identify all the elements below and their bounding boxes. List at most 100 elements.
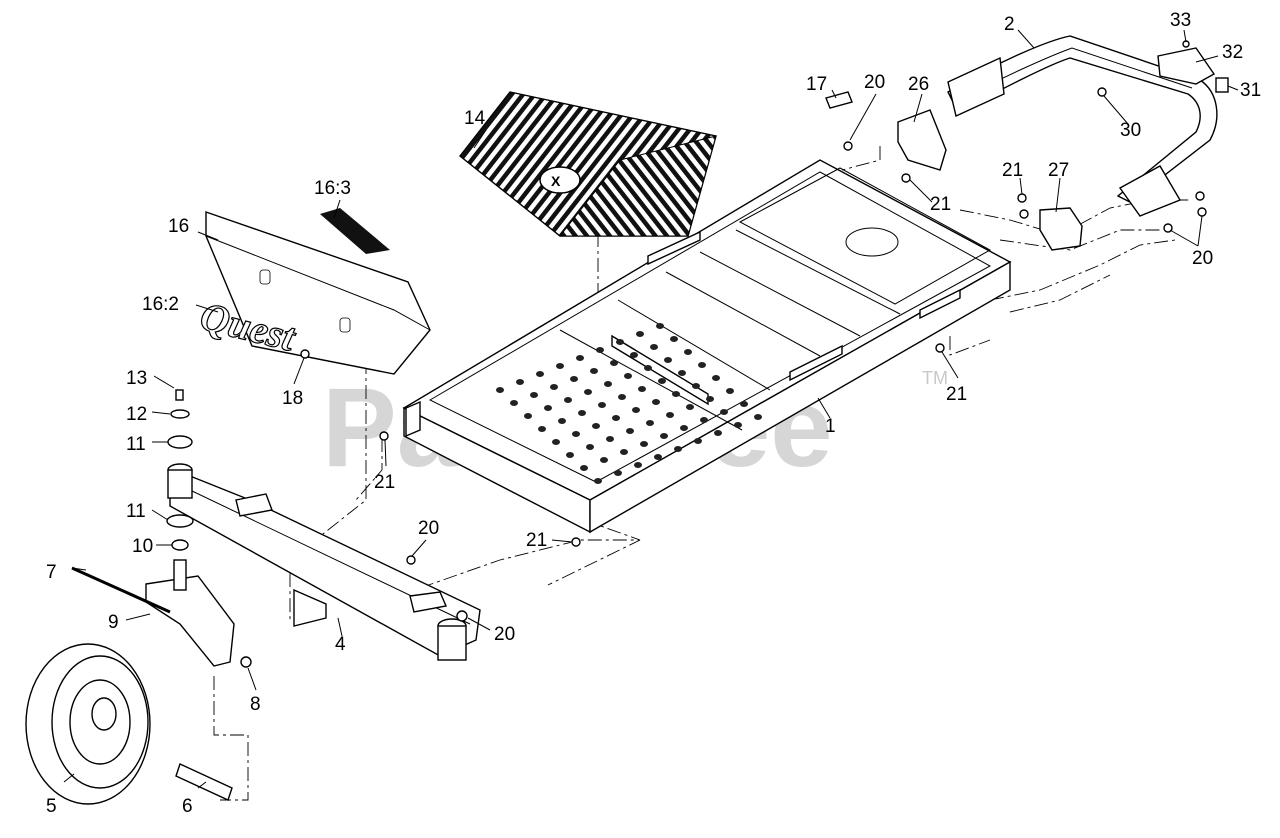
floor-hole [686,404,694,410]
floor-hole [558,418,566,424]
floor-hole [580,465,588,471]
floor-hole [698,362,706,368]
callout-27: 27 [1048,160,1069,181]
floor-hole [510,400,518,406]
floor-hole [652,399,660,405]
floor-hole [592,423,600,429]
decal-stripe [320,208,390,254]
floor-hole [660,433,668,439]
callout-20-axle-right: 20 [494,624,515,645]
brackets [825,47,1229,251]
caster-wheel [25,643,233,805]
floor-hole [646,420,654,426]
callout-12: 12 [126,404,147,425]
floor-hole [586,444,594,450]
callout-18: 18 [282,388,303,409]
callout-16: 16 [168,216,189,237]
callout-11-lower: 11 [126,501,146,522]
floor-hole [524,413,532,419]
floor-hole [538,426,546,432]
svg-text:X: X [551,173,561,189]
floor-hole [590,368,598,374]
floor-hole [604,381,612,387]
callout-1: 1 [825,416,836,437]
floor-hole [700,417,708,423]
floor-hole [606,436,614,442]
floor-hole [496,387,504,393]
callout-5: 5 [46,796,57,817]
floor-hole [552,439,560,445]
floor-hole [644,365,652,371]
floor-hole [720,409,728,415]
floor-hole [600,457,608,463]
callout-20-right: 20 [1192,248,1213,269]
callout-33: 33 [1170,10,1191,31]
floor-hole [754,414,762,420]
callout-26: 26 [908,74,929,95]
floor-hole [530,392,538,398]
callout-20-axle-top: 20 [418,518,439,539]
floor-hole [630,352,638,358]
bolt-7 [71,566,171,614]
floor-hole [714,430,722,436]
callout-20-top: 20 [864,72,885,93]
floor-hole [674,446,682,452]
floor-hole [678,370,686,376]
watermark-trademark: TM [922,368,948,388]
floor-hole [564,397,572,403]
callout-17: 17 [806,74,827,95]
floor-hole [536,371,544,377]
floor-hole [596,347,604,353]
front-panel [205,211,431,375]
callout-21-e: 21 [526,530,547,551]
floor-hole [694,438,702,444]
floor-hole [594,478,602,484]
front-axle [167,463,481,661]
floor-hole [672,391,680,397]
callout-21-d: 21 [374,472,395,493]
callout-21-c: 21 [946,384,967,405]
floor-hole [616,339,624,345]
floor-hole [612,415,620,421]
callout-10: 10 [132,536,153,557]
floor-hole [734,422,742,428]
floor-hole [740,401,748,407]
floor-hole [618,394,626,400]
callout-13: 13 [126,368,147,389]
callout-16-2: 16:2 [142,294,179,315]
floor-hole [684,349,692,355]
floor-hole [620,449,628,455]
floor-hole [670,336,678,342]
floor-hole [556,363,564,369]
callout-11-upper: 11 [126,434,146,455]
floor-hole [680,425,688,431]
rear-bumper [947,35,1218,217]
callout-31: 31 [1240,80,1261,101]
floor-hole [658,378,666,384]
floor-hole [712,375,720,381]
floor-hole [516,379,524,385]
callout-6: 6 [182,796,193,817]
callout-7: 7 [46,562,57,583]
hardware [240,40,1207,668]
floor-hole [666,412,674,418]
floor-hole [634,462,642,468]
floor-hole [638,386,646,392]
floor-hole [726,388,734,394]
floor-hole [640,441,648,447]
callout-9: 9 [108,612,119,633]
floor-hole [570,376,578,382]
callouts: 1 2 4 5 6 7 8 9 10 11 11 12 13 14 16 16:… [46,10,1261,817]
floor-hole [578,410,586,416]
callout-4: 4 [335,634,346,655]
floor-hole [550,384,558,390]
floor-hole [624,373,632,379]
floor-hole [576,355,584,361]
floor-hole [654,454,662,460]
callout-32: 32 [1222,42,1243,63]
floor-hole [692,383,700,389]
floor-hole [664,357,672,363]
callout-21-b: 21 [1002,160,1023,181]
floor-hole [598,402,606,408]
